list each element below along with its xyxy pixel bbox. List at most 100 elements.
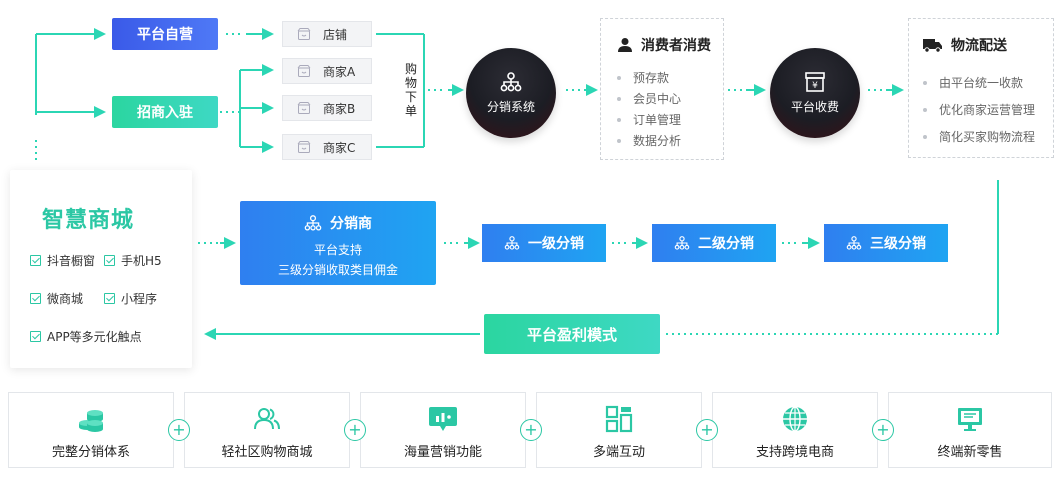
list-item-label: 简化买家购物流程 <box>939 130 1036 144</box>
distributor-header: 分销商 <box>240 213 436 233</box>
level-label: 三级分销 <box>870 236 926 252</box>
smart-mall-title: 智慧商城 <box>42 208 135 233</box>
distributor-line2: 三级分销收取类目佣金 <box>277 263 398 277</box>
store-label: 店铺 <box>323 27 348 42</box>
channel-label: 手机H5 <box>121 254 162 268</box>
level-label: 二级分销 <box>698 236 754 252</box>
merchant-join-label: 招商入驻 <box>137 105 193 121</box>
distribution-system-node[interactable]: 分销系统 <box>466 48 556 138</box>
consumer-header: 消费者消费 <box>617 35 723 55</box>
store-label: 商家C <box>323 140 356 155</box>
platform-self-label: 平台自营 <box>137 27 193 43</box>
level2-distribution-button[interactable]: 二级分销 <box>652 224 776 262</box>
plus-icon: + <box>872 419 894 441</box>
distributor-title: 分销商 <box>330 216 372 232</box>
profit-model-button[interactable]: 平台盈利模式 <box>484 314 660 354</box>
list-item-label: 优化商家运营管理 <box>939 103 1036 117</box>
level-label: 一级分销 <box>528 236 584 252</box>
users-icon <box>254 408 280 430</box>
list-item-label: 数据分析 <box>633 134 682 148</box>
distributor-line1: 平台支持 <box>313 243 362 257</box>
coin-stack-icon <box>79 410 103 432</box>
feature-label: 终端新零售 <box>937 445 1003 460</box>
chat-chart-icon <box>429 407 457 431</box>
feature-label: 多端互动 <box>592 445 645 460</box>
shop-icon <box>297 141 311 153</box>
order-char: 单 <box>404 104 417 118</box>
channel-label: 微商城 <box>47 292 84 306</box>
platform-charge-node[interactable]: ¥ 平台收费 <box>770 48 860 138</box>
check-icon <box>30 293 41 304</box>
globe-icon <box>783 406 807 432</box>
store-item-shop[interactable]: 店铺 <box>282 21 372 47</box>
level1-distribution-button[interactable]: 一级分销 <box>482 224 606 262</box>
profit-model-label: 平台盈利模式 <box>526 325 617 344</box>
feature-card-distribution[interactable]: 完整分销体系 <box>8 392 174 468</box>
logistics-title: 物流配送 <box>951 38 1007 54</box>
network-icon <box>674 236 690 250</box>
store-item-merchant-c[interactable]: 商家C <box>282 134 372 160</box>
feature-card-marketing[interactable]: 海量营销功能 <box>360 392 526 468</box>
consumer-panel: 消费者消费 预存款 会员中心 订单管理 数据分析 <box>600 18 724 160</box>
order-vertical-label: 购 物 下 单 <box>404 62 418 118</box>
shop-icon <box>297 65 311 77</box>
plus-icon: + <box>520 419 542 441</box>
list-item: 由平台统一收款 <box>923 69 1053 96</box>
level3-distribution-button[interactable]: 三级分销 <box>824 224 948 262</box>
feature-card-community[interactable]: 轻社区购物商城 <box>184 392 350 468</box>
svg-text:¥: ¥ <box>812 81 818 91</box>
channel-checkbox[interactable]: APP等多元化触点 <box>30 328 142 345</box>
logistics-list: 由平台统一收款 优化商家运营管理 简化买家购物流程 <box>923 69 1053 150</box>
merchant-join-button[interactable]: 招商入驻 <box>112 96 218 128</box>
check-icon <box>104 255 115 266</box>
network-icon <box>304 215 322 231</box>
truck-icon <box>923 39 942 53</box>
list-item: 订单管理 <box>617 109 723 130</box>
feature-card-new-retail[interactable]: 终端新零售 <box>888 392 1052 468</box>
cash-register-icon: ¥ <box>805 71 825 92</box>
store-item-merchant-a[interactable]: 商家A <box>282 58 372 84</box>
channel-label: 抖音橱窗 <box>47 254 96 268</box>
feature-label: 支持跨境电商 <box>755 445 834 460</box>
list-item: 简化买家购物流程 <box>923 123 1053 150</box>
feature-label: 完整分销体系 <box>51 445 130 460</box>
list-item-label: 预存款 <box>633 71 670 85</box>
feature-card-multi-terminal[interactable]: 多端互动 <box>536 392 702 468</box>
logistics-panel: 物流配送 由平台统一收款 优化商家运营管理 简化买家购物流程 <box>908 18 1054 158</box>
channel-checkbox[interactable]: 小程序 <box>104 290 157 307</box>
monitor-icon <box>958 408 982 431</box>
list-item: 预存款 <box>617 67 723 88</box>
feature-card-cross-border[interactable]: 支持跨境电商 <box>712 392 878 468</box>
channel-label: 小程序 <box>121 292 158 306</box>
distributor-block[interactable]: 分销商 平台支持 三级分销收取类目佣金 <box>240 201 436 285</box>
order-char: 物 <box>404 76 417 90</box>
check-icon <box>104 293 115 304</box>
plus-icon: + <box>168 419 190 441</box>
smart-mall-card: 智慧商城 抖音橱窗 手机H5 微商城 小程序 APP等多元化触点 <box>10 170 192 368</box>
person-icon <box>618 38 632 52</box>
feature-label: 海量营销功能 <box>403 445 482 460</box>
multi-device-icon <box>605 405 633 433</box>
list-item-label: 订单管理 <box>633 113 682 127</box>
channel-label: APP等多元化触点 <box>47 330 142 344</box>
network-icon <box>500 71 522 91</box>
platform-self-button[interactable]: 平台自营 <box>112 18 218 50</box>
shop-icon <box>297 28 311 40</box>
store-label: 商家A <box>323 64 356 79</box>
order-char: 购 <box>404 62 417 76</box>
order-char: 下 <box>404 90 417 104</box>
distribution-system-label: 分销系统 <box>486 99 535 114</box>
network-icon <box>846 236 862 250</box>
logistics-header: 物流配送 <box>923 35 1053 55</box>
store-label: 商家B <box>323 101 356 116</box>
check-icon <box>30 331 41 342</box>
store-item-merchant-b[interactable]: 商家B <box>282 95 372 121</box>
plus-icon: + <box>344 419 366 441</box>
platform-charge-label: 平台收费 <box>790 99 839 114</box>
channel-checkbox[interactable]: 微商城 <box>30 290 83 307</box>
feature-label: 轻社区购物商城 <box>221 445 313 460</box>
channel-checkbox[interactable]: 抖音橱窗 <box>30 252 95 269</box>
list-item-label: 由平台统一收款 <box>939 76 1024 90</box>
consumer-title: 消费者消费 <box>641 38 711 54</box>
channel-checkbox[interactable]: 手机H5 <box>104 252 162 269</box>
